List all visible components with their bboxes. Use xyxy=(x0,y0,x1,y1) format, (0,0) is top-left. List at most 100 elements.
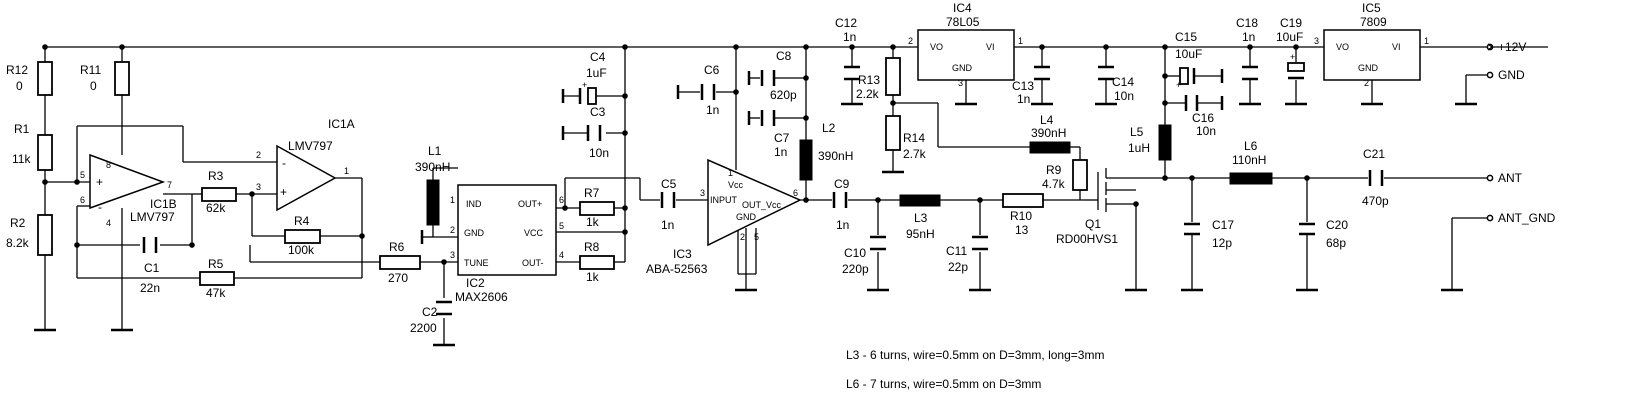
label-ic4-value: 78L05 xyxy=(946,15,980,29)
r9-body xyxy=(1072,159,1088,191)
svg-text:2: 2 xyxy=(450,225,455,235)
svg-text:GND: GND xyxy=(1358,63,1379,73)
label-r2-value: 8.2k xyxy=(6,236,30,250)
label-q1-ref: Q1 xyxy=(1085,217,1101,231)
label-c17-ref: C17 xyxy=(1212,218,1234,232)
label-l6-ref: L6 xyxy=(1244,139,1258,153)
label-c10-value: 220p xyxy=(842,262,869,276)
l2-body xyxy=(799,139,813,181)
svg-text:VI: VI xyxy=(1392,42,1401,52)
label-r3-value: 62k xyxy=(206,201,226,215)
svg-text:6: 6 xyxy=(80,195,85,205)
label-ic3-ref: IC3 xyxy=(673,247,692,261)
connector-terminals xyxy=(1486,43,1494,222)
svg-text:6: 6 xyxy=(559,195,564,205)
l1-body xyxy=(426,179,440,226)
label-ic2-ref: IC2 xyxy=(466,276,485,290)
svg-text:1: 1 xyxy=(1018,36,1023,46)
l3-body xyxy=(899,194,941,207)
svg-text:IND: IND xyxy=(466,199,482,209)
label-c7-ref: C7 xyxy=(774,131,790,145)
label-r8-value: 1k xyxy=(586,270,600,284)
label-r6-value: 270 xyxy=(388,271,408,285)
label-ic5-ref: IC5 xyxy=(1362,1,1381,15)
svg-text:+: + xyxy=(96,175,103,189)
note-l6: L6 - 7 turns, wire=0.5mm on D=3mm xyxy=(846,377,1041,391)
resistors xyxy=(37,57,1088,286)
label-c4-ref: C4 xyxy=(590,50,606,64)
label-r4-value: 100k xyxy=(288,243,315,257)
svg-text:6: 6 xyxy=(793,188,798,198)
label-q1-value: RD00HVS1 xyxy=(1056,232,1118,246)
label-c13-ref: C13 xyxy=(1012,79,1034,93)
note-l3: L3 - 6 turns, wire=0.5mm on D=3mm, long=… xyxy=(846,348,1104,362)
svg-text:7: 7 xyxy=(167,180,172,190)
label-r2-ref: R2 xyxy=(10,216,26,230)
svg-text:-: - xyxy=(98,200,102,214)
label-r3-ref: R3 xyxy=(208,169,224,183)
terminal-ant-gnd xyxy=(1486,214,1494,222)
label-c18-value: 1n xyxy=(1242,30,1255,44)
label-c19-value: 10uF xyxy=(1276,30,1303,44)
label-c17-value: 12p xyxy=(1212,236,1232,250)
winding-notes: L3 - 6 turns, wire=0.5mm on D=3mm, long=… xyxy=(846,348,1104,391)
ic1a-triangle xyxy=(276,144,337,212)
label-l4-ref: L4 xyxy=(1040,113,1054,127)
svg-text:VCC: VCC xyxy=(524,228,544,238)
label-l4-value: 390nH xyxy=(1031,126,1066,140)
svg-text:OUT+: OUT+ xyxy=(518,199,542,209)
svg-text:3: 3 xyxy=(1314,36,1319,46)
label-ic1b-ref: IC1B xyxy=(150,197,177,211)
label-ic1b-value: LMV797 xyxy=(130,210,175,224)
label-r7-value: 1k xyxy=(586,215,600,229)
svg-text:2: 2 xyxy=(1364,78,1369,88)
component-labels: R12 0 R11 0 R1 11k R2 8.2k IC1A LMV797 I… xyxy=(6,1,1389,335)
label-c14-ref: C14 xyxy=(1112,75,1134,89)
label-c15-ref: C15 xyxy=(1175,30,1197,44)
l6-body xyxy=(1229,172,1273,185)
label-r10-ref: R10 xyxy=(1010,209,1032,223)
label-c21-value: 470p xyxy=(1362,194,1389,208)
svg-text:1: 1 xyxy=(344,166,349,176)
label-l1-ref: L1 xyxy=(428,144,442,158)
r12-body xyxy=(37,61,53,96)
svg-text:-: - xyxy=(282,156,286,170)
svg-text:2: 2 xyxy=(256,150,261,160)
svg-text:VO: VO xyxy=(930,42,943,52)
label-r1-ref: R1 xyxy=(14,122,30,136)
svg-text:OUT_Vcc: OUT_Vcc xyxy=(742,200,782,210)
ic4-body xyxy=(917,29,1015,81)
label-ic3-value: ABA-52563 xyxy=(646,262,708,276)
svg-text:5: 5 xyxy=(754,232,759,242)
label-c11-value: 22p xyxy=(948,260,968,274)
svg-text:VI: VI xyxy=(986,42,995,52)
ic3-triangle xyxy=(707,158,802,247)
label-c3-ref: C3 xyxy=(590,105,606,119)
r13-body xyxy=(885,57,901,96)
label-c1-ref: C1 xyxy=(144,261,160,275)
label-r12-value: 0 xyxy=(16,79,23,93)
svg-text:Vcc: Vcc xyxy=(728,180,744,190)
label-c20-ref: C20 xyxy=(1326,218,1348,232)
label-c9-value: 1n xyxy=(836,218,849,232)
svg-text:2: 2 xyxy=(908,36,913,46)
label-l2-value: 390nH xyxy=(818,149,853,163)
connector-gnd-label: GND xyxy=(1498,68,1525,82)
r1-body xyxy=(37,134,53,171)
label-c5-ref: C5 xyxy=(661,177,677,191)
inductors xyxy=(426,124,1273,226)
svg-text:+: + xyxy=(280,185,287,199)
label-c8-value: 620p xyxy=(770,88,797,102)
svg-text:1: 1 xyxy=(450,195,455,205)
connector-12v-label: +12V xyxy=(1498,40,1526,54)
label-r7-ref: R7 xyxy=(584,186,600,200)
label-c1-value: 22n xyxy=(140,281,160,295)
label-r1-value: 11k xyxy=(12,152,31,166)
terminal-gnd xyxy=(1486,71,1494,79)
label-l3-ref: L3 xyxy=(914,211,928,225)
label-c16-ref: C16 xyxy=(1192,111,1214,125)
ic1b-triangle xyxy=(89,153,166,210)
r7-body xyxy=(579,201,615,216)
label-r11-ref: R11 xyxy=(80,63,101,77)
svg-text:3: 3 xyxy=(958,78,963,88)
